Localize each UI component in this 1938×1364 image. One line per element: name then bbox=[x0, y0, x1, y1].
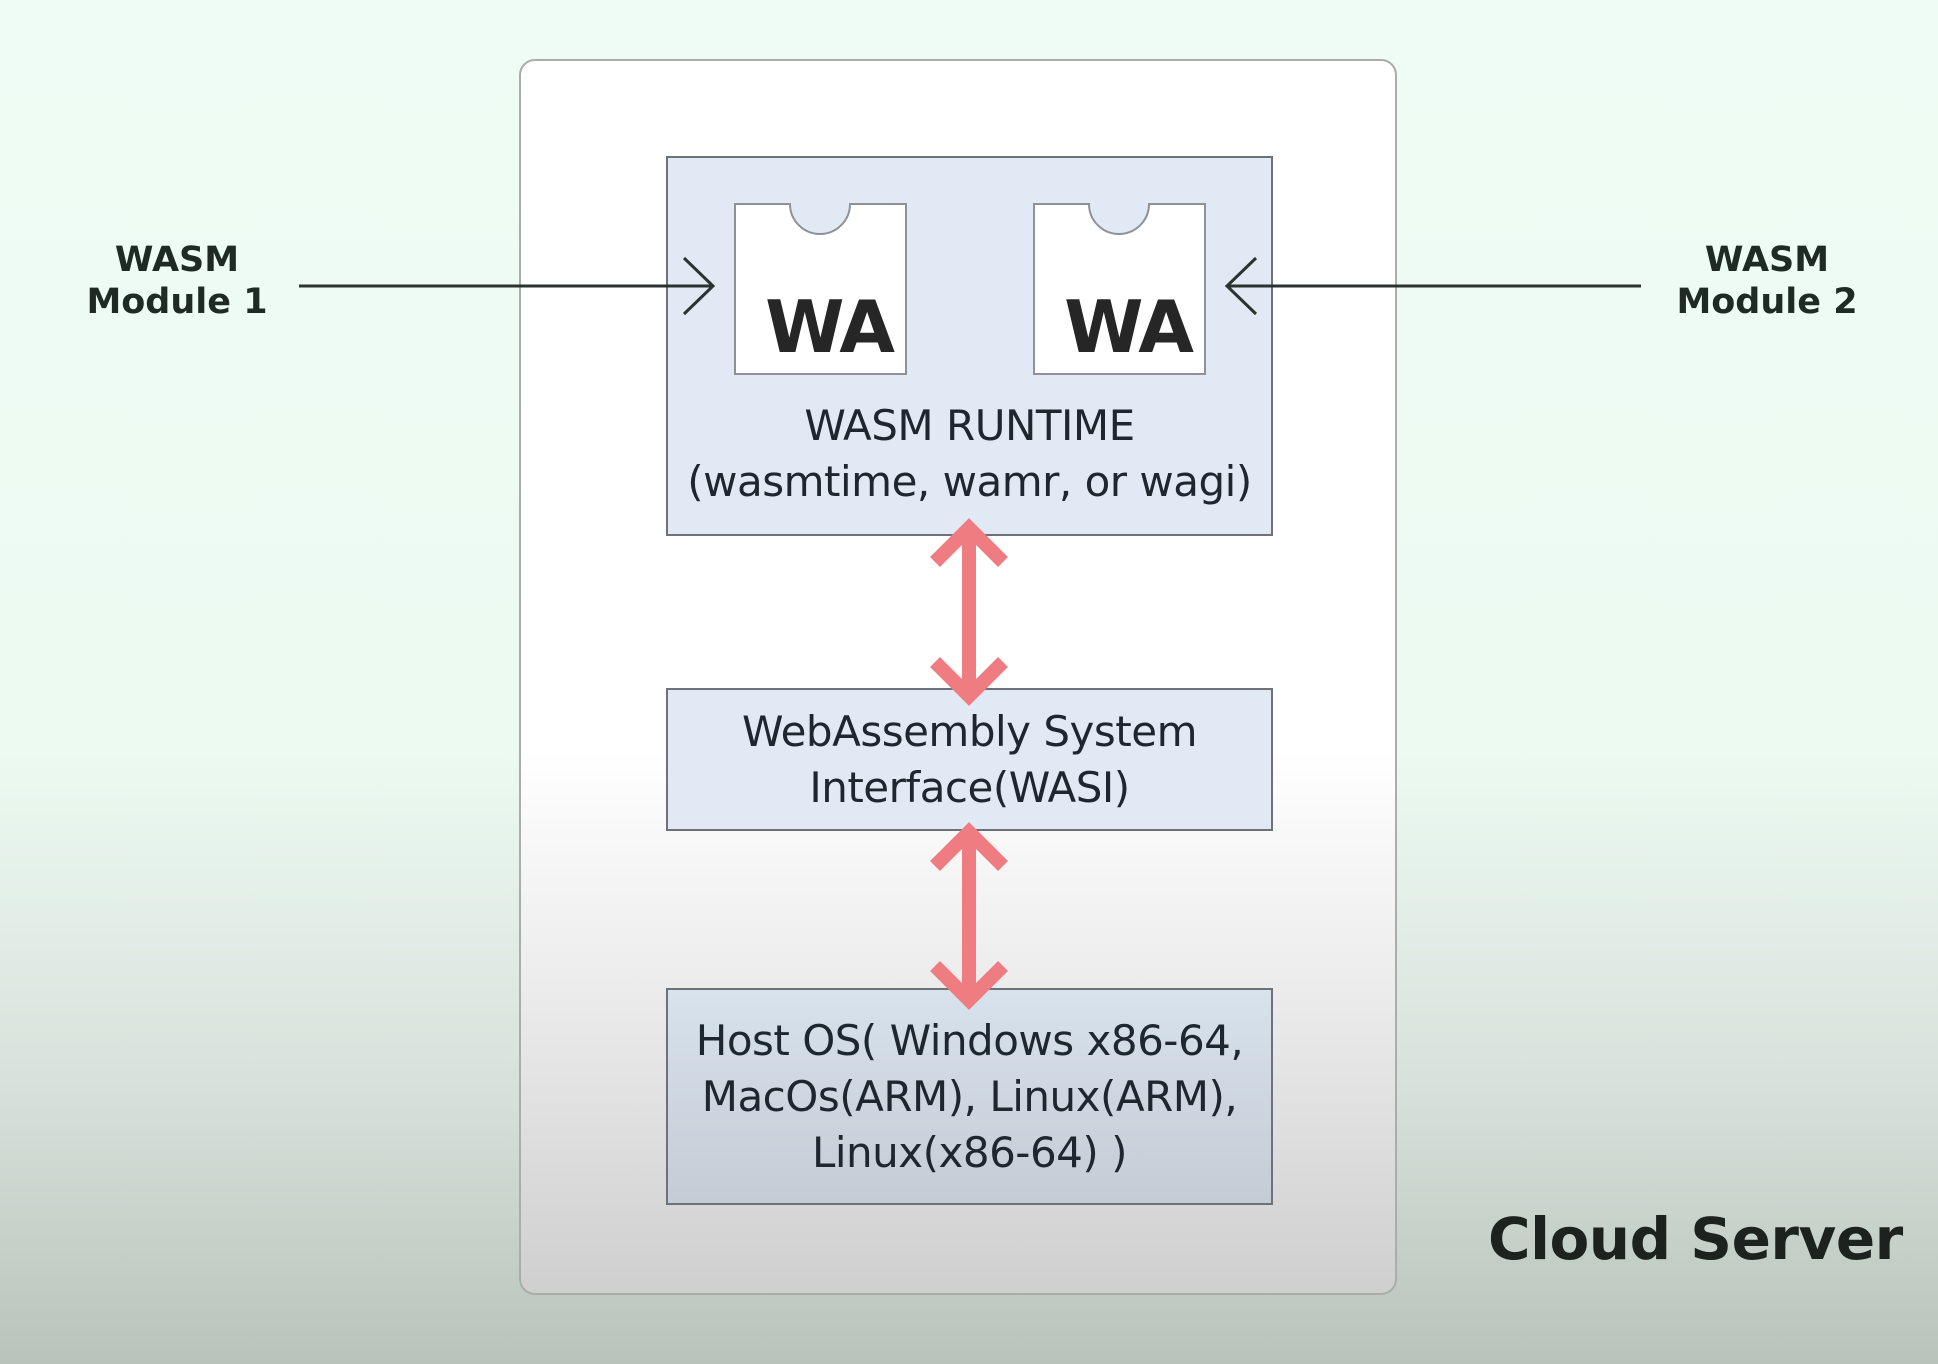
webassembly-module-1-icon: WA bbox=[734, 203, 907, 375]
wasm-module-2-label: WASM Module 2 bbox=[1657, 239, 1877, 323]
host-os-line-2: MacOs(ARM), Linux(ARM), bbox=[701, 1071, 1238, 1121]
module-2-label-line-2: Module 2 bbox=[1676, 282, 1858, 322]
module-2-label-line-1: WASM bbox=[1704, 240, 1830, 280]
module-1-label-line-1: WASM bbox=[114, 240, 240, 280]
wasm-module-1-label: WASM Module 1 bbox=[67, 239, 287, 323]
wa-logo-text: WA bbox=[1064, 285, 1194, 369]
module-1-label-line-2: Module 1 bbox=[86, 282, 268, 322]
runtime-subtitle: (wasmtime, wamr, or wagi) bbox=[687, 457, 1252, 506]
wasi-line-2: Interface(WASI) bbox=[809, 762, 1130, 812]
cloud-server-label: Cloud Server bbox=[1488, 1205, 1903, 1273]
wa-logo-text: WA bbox=[765, 285, 895, 369]
wasm-runtime-box: WA WA WASM RUNTIME (wasmtime, wamr, or w… bbox=[666, 156, 1273, 536]
wasi-line-1: WebAssembly System bbox=[742, 706, 1197, 756]
wasi-box: WebAssembly System Interface(WASI) bbox=[666, 688, 1273, 831]
runtime-title: WASM RUNTIME bbox=[804, 401, 1135, 450]
runtime-label: WASM RUNTIME (wasmtime, wamr, or wagi) bbox=[668, 398, 1271, 510]
host-os-line-3: Linux(x86-64) ) bbox=[811, 1127, 1128, 1177]
host-os-box: Host OS( Windows x86-64, MacOs(ARM), Lin… bbox=[666, 988, 1273, 1205]
webassembly-module-2-icon: WA bbox=[1033, 203, 1206, 375]
host-os-line-1: Host OS( Windows x86-64, bbox=[695, 1015, 1244, 1065]
